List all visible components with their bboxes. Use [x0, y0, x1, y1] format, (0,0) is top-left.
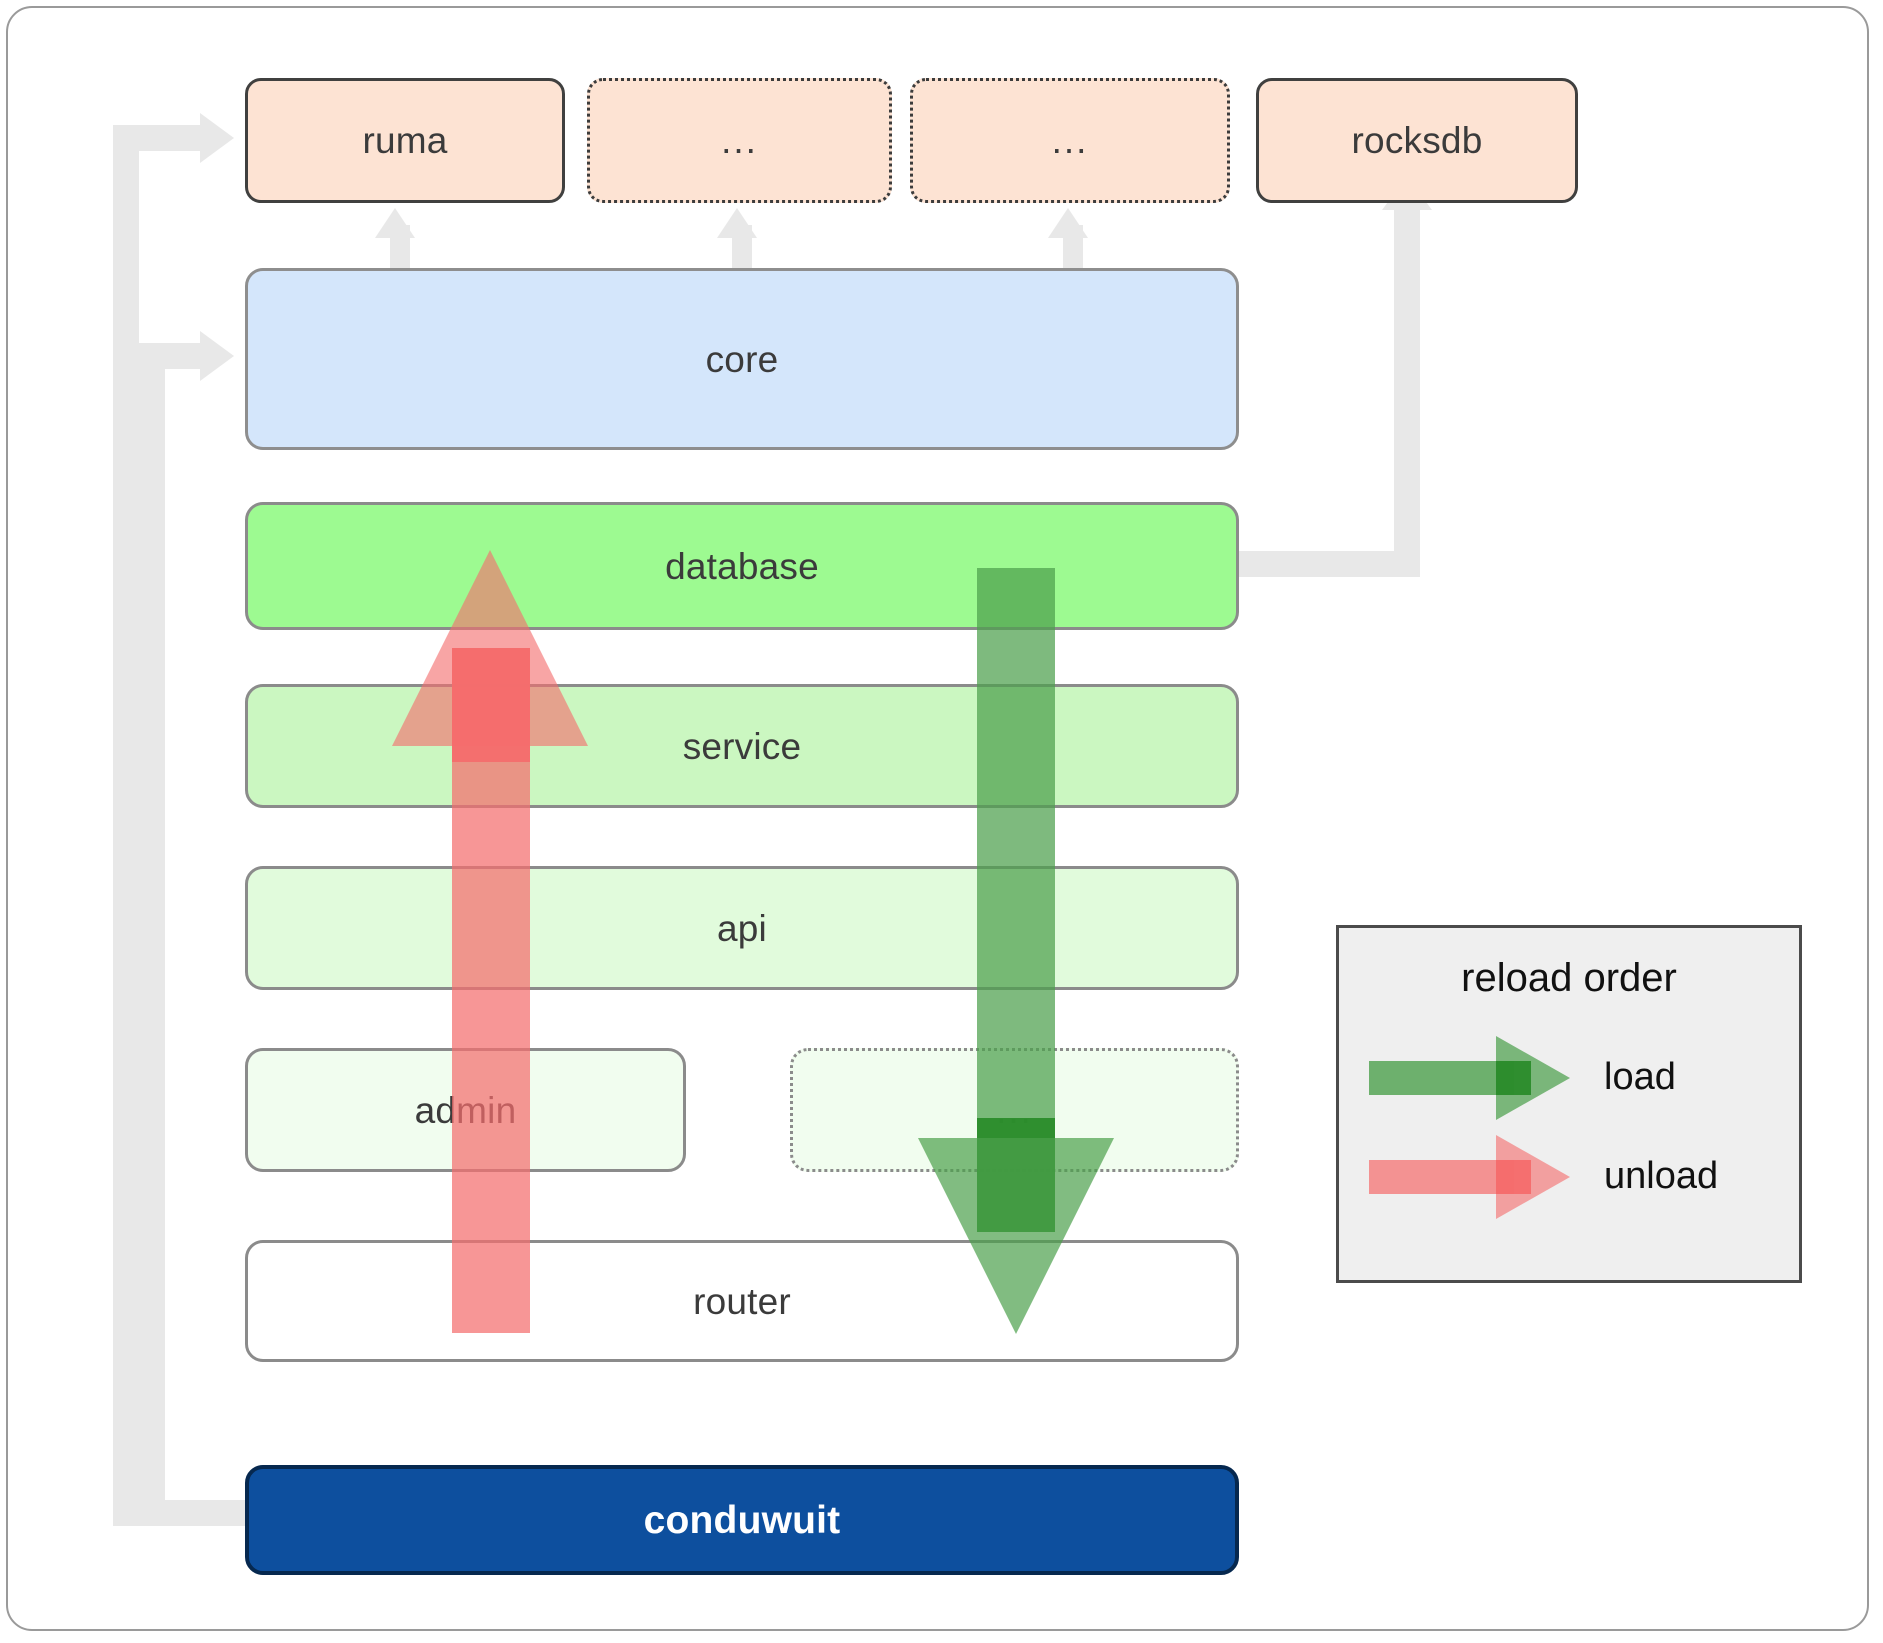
node-dependency-placeholder-2-label: ... — [1051, 120, 1089, 161]
connector-app-to-ruma-vertical — [113, 125, 139, 1526]
load-arrow-head — [918, 1138, 1114, 1334]
node-ruma[interactable]: ruma — [245, 78, 565, 203]
connector-database-to-rocksdb-vertical — [1394, 210, 1420, 577]
connector-arrow-into-core — [200, 331, 234, 381]
connector-core-to-ruma-shaft — [390, 225, 410, 280]
legend-load-label: load — [1604, 1056, 1676, 1098]
unload-arrow-shaft — [452, 648, 530, 1333]
legend-panel: reload order load unload — [1336, 925, 1802, 1283]
node-ruma-label: ruma — [362, 120, 448, 161]
connector-arrow-core-to-dep2 — [717, 208, 757, 238]
node-dependency-placeholder-1[interactable]: ... — [587, 78, 892, 203]
legend-unload-arrow-core — [1496, 1160, 1531, 1194]
connector-core-to-dep2-shaft — [732, 225, 752, 280]
node-core-label: core — [705, 338, 779, 380]
node-dependency-placeholder-1-label: ... — [721, 120, 758, 161]
connector-core-to-dep3-shaft — [1063, 225, 1083, 280]
node-router-label: router — [693, 1280, 791, 1322]
node-dependency-placeholder-2[interactable]: ... — [910, 78, 1230, 203]
legend-load-arrow-shaft — [1369, 1061, 1514, 1095]
connector-arrow-into-ruma — [200, 113, 234, 163]
node-conduwuit[interactable]: conduwuit — [245, 1465, 1239, 1575]
diagram-frame — [6, 6, 1869, 1631]
node-api-label: api — [717, 907, 767, 949]
node-conduwuit-label: conduwuit — [643, 1498, 841, 1542]
node-rocksdb[interactable]: rocksdb — [1256, 78, 1578, 203]
legend-unload-arrow-shaft — [1369, 1160, 1514, 1194]
node-api[interactable]: api — [245, 866, 1239, 990]
unload-arrow-shaft-core — [452, 648, 530, 762]
connector-database-to-rocksdb-horizontal — [1230, 551, 1420, 577]
legend-title: reload order — [1461, 956, 1677, 1000]
legend-load-arrow-core — [1496, 1061, 1531, 1095]
node-rocksdb-label: rocksdb — [1351, 120, 1483, 161]
connector-app-to-ruma-top — [113, 125, 205, 151]
node-core[interactable]: core — [245, 268, 1239, 450]
connector-arrow-core-to-ruma — [375, 208, 415, 238]
connector-app-to-core-vertical — [139, 343, 165, 1526]
node-database-label: database — [665, 545, 819, 587]
legend-unload-label: unload — [1604, 1155, 1719, 1197]
node-service-label: service — [682, 725, 802, 767]
connector-arrow-core-to-dep3 — [1048, 208, 1088, 238]
connector-app-to-core-top — [139, 343, 205, 369]
